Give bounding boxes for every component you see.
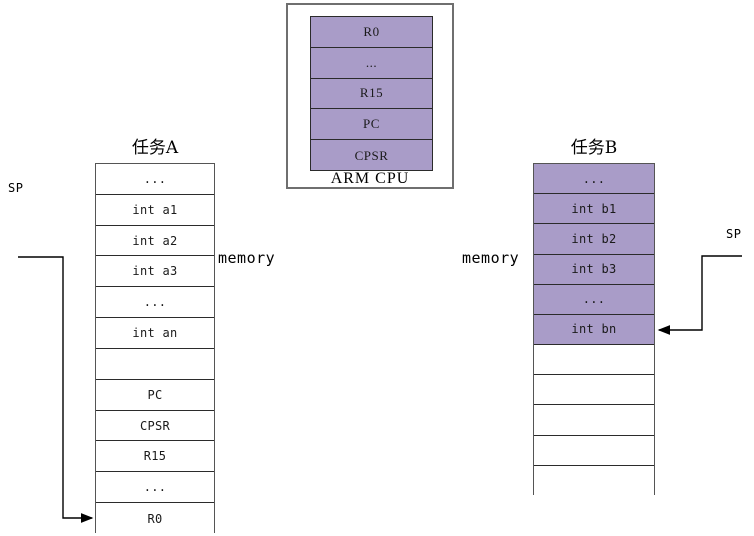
cpu-register-cell: CPSR: [354, 147, 389, 163]
stack-a-cell: CPSR: [96, 410, 214, 442]
sp-label-left: SP: [8, 181, 24, 195]
stack-a-cell: int a1: [96, 194, 214, 226]
stack-a-cell: int a2: [96, 225, 214, 257]
stack-a-cell: R15: [96, 441, 214, 473]
sp-label-right: SP: [726, 227, 742, 241]
stack-b-title: 任务B: [570, 138, 618, 158]
memory-label-left: memory: [218, 249, 276, 267]
stack-a-cell: [96, 348, 214, 380]
stack-a-cell: int an: [96, 318, 214, 349]
sp-arrow-task-b: [657, 255, 742, 335]
memory-label-right: memory: [462, 249, 520, 267]
stack-b-cell: ...: [534, 164, 654, 195]
stack-a-cell: ...: [96, 164, 214, 195]
stack-b-cell: [534, 345, 654, 376]
cpu-register-cell: R15: [311, 79, 432, 110]
cpu-register-cell: R0: [311, 17, 432, 48]
stack-b-cell: [534, 405, 654, 436]
stack-b-box: ... int b1 int b2 int b3 ... int bn: [533, 163, 655, 496]
stack-a-cell: int a3: [96, 256, 214, 288]
stack-b-cell: int bn: [534, 314, 654, 346]
sp-arrow-task-a: [18, 256, 94, 523]
stack-b-cell: int b2: [534, 224, 654, 255]
stack-b-cell: int b1: [534, 194, 654, 225]
stack-b-cell: [534, 375, 654, 406]
stack-a-cell: ...: [96, 287, 214, 319]
cpu-register-cell: PC: [311, 109, 432, 141]
stack-b-cell: ...: [534, 284, 654, 315]
arm-cpu-caption: ARM CPU: [330, 170, 410, 187]
stack-a-cell: PC: [96, 379, 214, 411]
stack-b-cell: [534, 465, 654, 496]
cpu-register-stack: R0 ... R15 PC CPSR: [310, 16, 433, 171]
cpu-register-cell: ...: [311, 48, 432, 79]
stack-a-cell: ...: [96, 472, 214, 504]
stack-a-cell: R0: [96, 503, 214, 534]
stack-a-box: ... int a1 int a2 int a3 ... int an PC C…: [95, 163, 215, 534]
stack-b-cell: [534, 435, 654, 466]
stack-a-title: 任务A: [131, 138, 179, 158]
stack-b-cell: int b3: [534, 254, 654, 285]
